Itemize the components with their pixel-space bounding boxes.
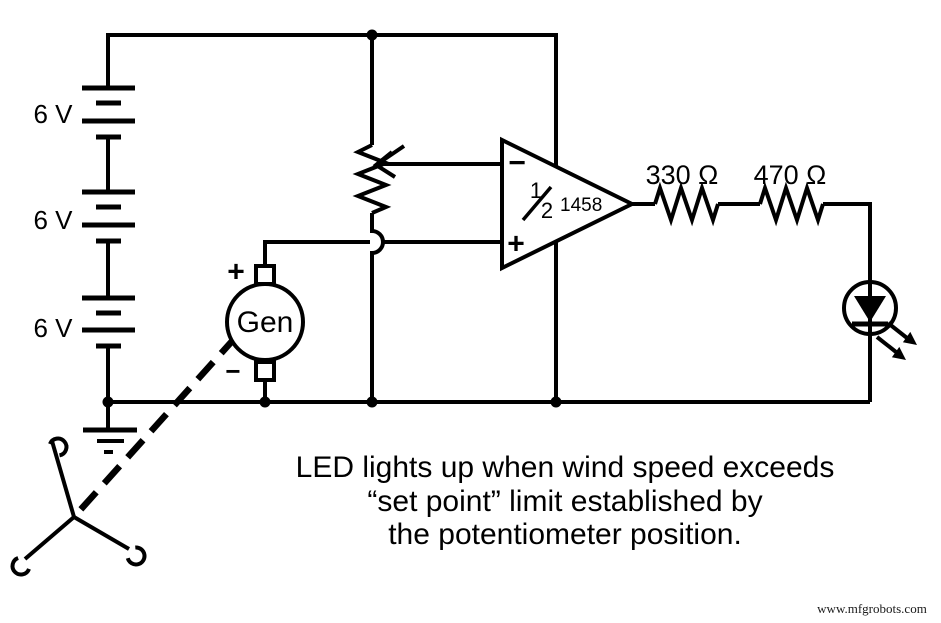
resistor-330-body — [653, 181, 720, 227]
battery-3-plates — [82, 295, 135, 349]
propeller — [10, 436, 147, 577]
propeller-blade-up — [50, 440, 76, 518]
propeller-tip-hook-lower-left — [10, 556, 31, 577]
battery-1: 6 V — [33, 85, 135, 192]
resistor-330: 330 Ω — [646, 160, 720, 227]
resistor-470-body — [758, 181, 825, 227]
shaft-dashed-line — [71, 307, 263, 520]
junction-dots — [102, 29, 562, 408]
gen-to-opamp-wire-left — [263, 240, 370, 266]
battery-1-plates — [82, 85, 135, 140]
generator-negative-mark: − — [225, 356, 240, 386]
opamp-inverting-mark: − — [508, 147, 526, 180]
propeller-tip-hook-lower-right — [125, 545, 147, 567]
propeller-blade-lower-left — [23, 515, 76, 561]
resistor-330-label: 330 Ω — [646, 160, 719, 190]
watermark: www.mfgrobots.com — [817, 601, 927, 616]
opamp-noninverting-mark: + — [507, 228, 525, 261]
wires — [106, 33, 872, 404]
opamp-triangle — [500, 136, 637, 272]
wiper-arrowhead — [372, 150, 397, 179]
pot-bottom-wire-with-hop — [370, 213, 385, 402]
fraction-numerator: 1 — [530, 178, 542, 203]
potentiometer — [352, 143, 406, 215]
battery-1-label: 6 V — [33, 99, 73, 129]
junction-dot-bottom-opamp — [550, 396, 562, 408]
resistor-470: 470 Ω — [754, 160, 827, 227]
junction-dot-top-pot — [366, 29, 378, 41]
battery-2-plates — [82, 189, 135, 244]
caption-line-3: the potentiometer position. — [388, 518, 742, 551]
generator-terminal-top — [254, 264, 276, 286]
caption: LED lights up when wind speed exceeds “s… — [296, 451, 835, 551]
led-arrow-1-head — [902, 331, 917, 345]
ground-symbol — [83, 402, 137, 454]
led-arrow-1-shaft — [886, 321, 909, 340]
generator: Gen + − — [225, 256, 305, 386]
junction-dot-bottom-battery — [102, 396, 114, 408]
resistor-470-label: 470 Ω — [754, 160, 827, 190]
led-arrow-2-head — [891, 346, 906, 360]
wind-turbine — [10, 307, 263, 577]
potentiometer-wiper-arrow — [372, 144, 406, 179]
junction-dot-bottom-gen — [259, 396, 271, 408]
battery-2: 6 V — [33, 189, 135, 298]
fraction-slash — [521, 185, 553, 222]
battery-3: 6 V — [33, 295, 135, 402]
generator-terminal-bottom — [254, 360, 276, 382]
fraction-denominator: 2 — [541, 198, 553, 223]
opamp: − + 1 2 1458 — [500, 136, 637, 272]
led-arrow-2-shaft — [875, 335, 898, 354]
battery-2-label: 6 V — [33, 205, 73, 235]
junction-dot-bottom-pot — [366, 396, 378, 408]
potentiometer-body — [352, 143, 392, 215]
battery-stack: 6 V 6 V 6 V — [33, 85, 135, 402]
led — [842, 280, 917, 360]
battery-3-label: 6 V — [33, 313, 73, 343]
propeller-blade-lower-right — [72, 515, 131, 551]
caption-line-2: “set point” limit established by — [367, 485, 762, 518]
propeller-tip-hook-up — [48, 436, 69, 458]
opamp-part-number: 1458 — [560, 195, 602, 216]
generator-label: Gen — [237, 306, 294, 339]
generator-positive-mark: + — [227, 256, 245, 289]
top-rail-wire — [106, 33, 558, 166]
caption-line-1: LED lights up when wind speed exceeds — [296, 451, 835, 484]
led-triangle — [854, 296, 886, 322]
resistor-to-led-wire — [823, 202, 872, 282]
opamp-half-fraction: 1 2 — [521, 178, 553, 223]
led-light-arrows — [875, 321, 917, 360]
